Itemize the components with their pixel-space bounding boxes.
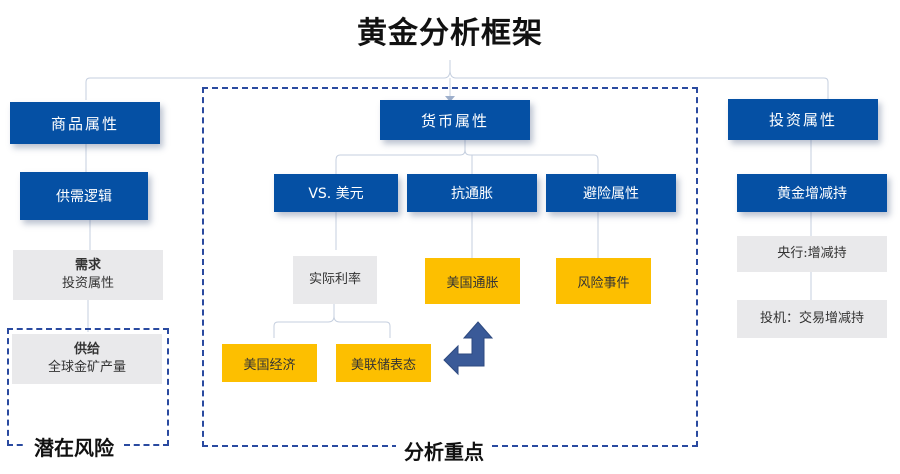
arrowhead-icon — [445, 96, 455, 102]
connector-real-rate — [273, 304, 391, 338]
currency-attribute-node[interactable]: 货币属性 — [380, 100, 530, 140]
investment-attribute-node[interactable]: 投资属性 — [728, 99, 878, 140]
connector-currency — [335, 140, 599, 174]
connector-commodity — [85, 142, 91, 332]
us-economy-node[interactable]: 美国经济 — [222, 344, 317, 382]
page-title: 黄金分析框架 — [357, 16, 543, 51]
analysis-focus-label: 分析重点 — [396, 436, 492, 465]
demand-node[interactable]: 需求 投资属性 — [13, 250, 163, 300]
bent-arrow-icon — [443, 321, 494, 376]
supply-title: 供给 — [73, 342, 100, 357]
speculative-holdings-node[interactable]: 投机：交易增减持 — [737, 300, 887, 338]
safe-haven-node[interactable]: 避险属性 — [546, 174, 676, 212]
demand-title: 需求 — [74, 258, 101, 273]
anti-inflation-node[interactable]: 抗通胀 — [407, 174, 537, 212]
risk-events-node[interactable]: 风险事件 — [556, 258, 651, 304]
potential-risk-label: 潜在风险 — [26, 432, 122, 461]
gold-holdings-change-node[interactable]: 黄金增减持 — [737, 174, 887, 212]
supply-node[interactable]: 供给 全球金矿产量 — [12, 334, 162, 384]
fed-stance-node[interactable]: 美联储表态 — [336, 344, 431, 382]
supply-demand-node[interactable]: 供需逻辑 — [20, 172, 148, 220]
vs-dollar-node[interactable]: VS. 美元 — [274, 174, 398, 212]
connector-root — [85, 60, 829, 100]
central-bank-holdings-node[interactable]: 央行:增减持 — [737, 236, 887, 272]
commodity-attribute-node[interactable]: 商品属性 — [10, 102, 160, 144]
supply-detail: 全球金矿产量 — [47, 360, 126, 375]
demand-detail: 投资属性 — [61, 276, 114, 291]
real-interest-rate-node[interactable]: 实际利率 — [293, 256, 377, 304]
us-inflation-node[interactable]: 美国通胀 — [425, 258, 520, 304]
